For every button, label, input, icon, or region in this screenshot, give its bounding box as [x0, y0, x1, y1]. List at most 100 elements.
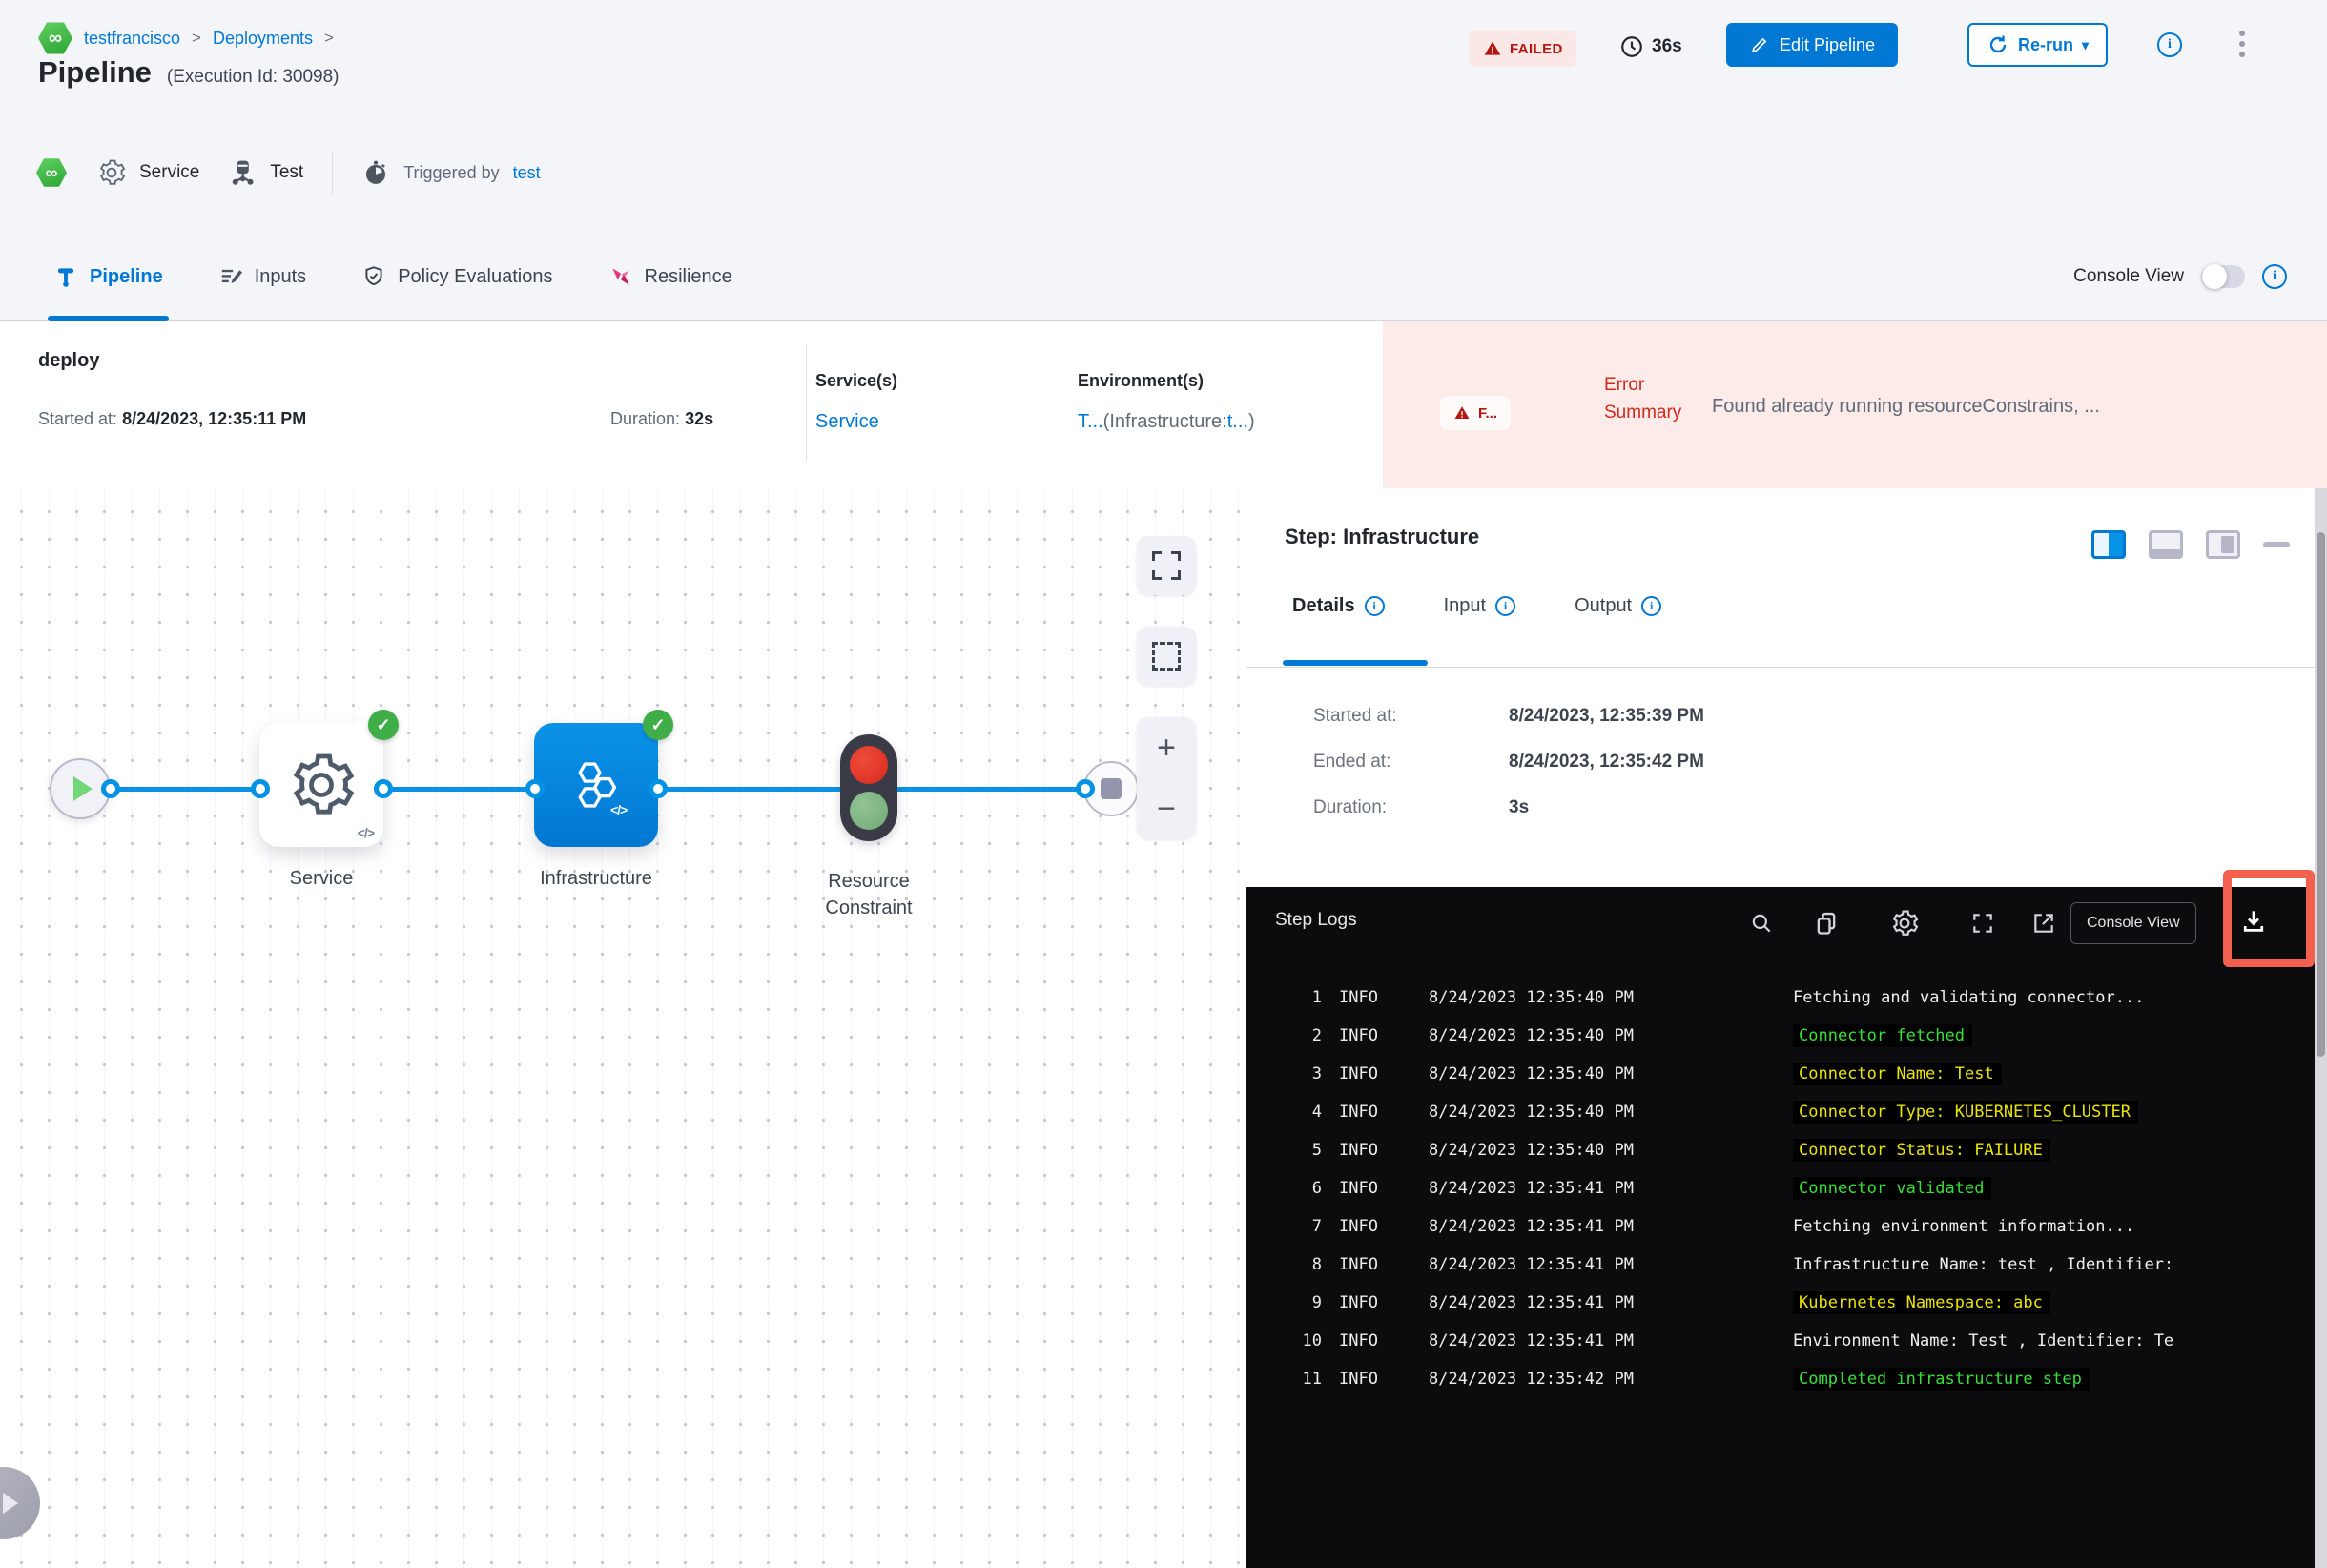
error-summary-message[interactable]: Found already running resourceConstrains… [1712, 396, 2100, 417]
log-level: INFO [1339, 1370, 1378, 1389]
canvas-zoom-panel: + − [1137, 717, 1196, 839]
tab-details[interactable]: Details i [1292, 595, 1385, 617]
breadcrumb-deployments-link[interactable]: Deployments [212, 28, 314, 48]
stage-summary-bar: deploy Started at: 8/24/2023, 12:35:11 P… [0, 321, 2327, 488]
log-level: INFO [1339, 1103, 1378, 1122]
console-view-toggle[interactable] [2201, 264, 2245, 289]
log-message: Kubernetes Namespace: abc [1793, 1291, 2050, 1314]
field-ended-at: Ended at: 8/24/2023, 12:35:42 PM [1313, 752, 1704, 773]
rerun-info-icon[interactable]: i [2157, 32, 2182, 57]
marquee-select-icon [1152, 642, 1181, 671]
error-status-chip: F... [1440, 396, 1512, 430]
log-download-button[interactable] [2238, 906, 2269, 937]
environment-name-label[interactable]: Test [270, 162, 304, 182]
field-label: Duration: [1313, 797, 1388, 817]
log-timestamp: 8/24/2023 12:35:42 PM [1429, 1370, 1634, 1389]
warning-icon [1454, 406, 1470, 419]
stopwatch-icon [361, 158, 390, 187]
log-timestamp: 8/24/2023 12:35:41 PM [1429, 1293, 1634, 1312]
details-info-icon[interactable]: i [1364, 596, 1385, 616]
env-infra-name[interactable]: t... [1226, 411, 1248, 432]
node-service[interactable]: </> [259, 723, 383, 847]
panel-layout-controls [2091, 530, 2290, 559]
log-line-number: 3 [1311, 1064, 1322, 1083]
check-icon: ✓ [376, 714, 391, 734]
log-level: INFO [1339, 1179, 1378, 1198]
infinity-icon: ∞ [45, 162, 58, 182]
env-name[interactable]: T... [1078, 411, 1103, 432]
output-info-icon[interactable]: i [1641, 596, 1662, 616]
canvas-fullscreen-button[interactable] [1137, 536, 1196, 595]
node-infrastructure[interactable]: </> [534, 723, 658, 847]
environment-icon [228, 158, 257, 187]
step-logs-header: Step Logs Console View [1246, 887, 2327, 959]
log-message: Completed infrastructure step [1793, 1368, 2090, 1391]
canvas-edge-handle[interactable] [0, 1467, 40, 1539]
node-resource-constraint[interactable] [840, 734, 897, 841]
tab-inputs[interactable]: Inputs [218, 234, 306, 320]
rerun-button[interactable]: Re-run ▾ [1967, 23, 2109, 67]
tab-policy-evaluations[interactable]: Policy Evaluations [361, 234, 553, 320]
layout-bottom-view-button[interactable] [2149, 530, 2183, 559]
log-line-number: 5 [1311, 1141, 1322, 1160]
stage-duration: Duration: 32s [610, 409, 713, 429]
stage-name[interactable]: deploy [38, 350, 100, 371]
environments-value-link[interactable]: T...(Infrastructure:t...) [1078, 411, 1255, 433]
tab-resilience[interactable]: Resilience [608, 234, 732, 320]
port-dot [251, 779, 270, 798]
pipeline-canvas[interactable]: </> ✓ </> ✓ Service Infrastructure Resou… [0, 488, 1246, 1568]
port-dot [101, 779, 120, 798]
log-copy-button[interactable] [1811, 908, 1842, 939]
tab-pipeline[interactable]: Pipeline [48, 234, 169, 321]
log-message: Environment Name: Test , Identifier: Te [1793, 1331, 2174, 1351]
log-settings-button[interactable] [1889, 908, 1920, 939]
field-value: 3s [1509, 797, 1530, 817]
log-line-number: 4 [1311, 1103, 1322, 1122]
environments-heading: Environment(s) [1078, 371, 1205, 390]
tab-output[interactable]: Output i [1575, 595, 1662, 617]
log-message: Fetching and validating connector... [1793, 988, 2145, 1007]
log-timestamp: 8/24/2023 12:35:40 PM [1429, 988, 1634, 1007]
canvas-select-button[interactable] [1137, 627, 1196, 686]
pencil-icon [1752, 37, 1767, 52]
log-line-number: 8 [1311, 1255, 1322, 1274]
log-search-button[interactable] [1746, 908, 1777, 939]
panel-scrollbar[interactable] [2315, 488, 2327, 1568]
log-level: INFO [1339, 988, 1378, 1007]
service-name-label[interactable]: Service [139, 162, 200, 182]
layout-right-view-button[interactable] [2206, 530, 2240, 559]
env-infra-prefix: (Infrastructure: [1102, 411, 1227, 432]
log-message: Connector validated [1793, 1177, 1992, 1200]
input-info-icon[interactable]: i [1495, 596, 1516, 616]
minimize-panel-button[interactable] [2263, 542, 2290, 547]
log-open-external-button[interactable] [2028, 908, 2059, 939]
zoom-out-button[interactable]: − [1157, 790, 1176, 827]
console-view-info-icon[interactable]: i [2262, 264, 2287, 289]
zoom-in-button[interactable]: + [1157, 729, 1176, 766]
services-heading: Service(s) [815, 371, 898, 390]
breadcrumb-project-link[interactable]: testfrancisco [84, 28, 181, 48]
gear-icon [1892, 910, 1919, 936]
tab-label: Output [1575, 595, 1633, 616]
layout-split-view-button[interactable] [2091, 530, 2126, 559]
more-options-button[interactable] [2239, 31, 2245, 57]
log-line-number: 2 [1311, 1026, 1322, 1045]
fullscreen-icon [1152, 551, 1181, 580]
error-summary-zone: F... Error Summary Found already running… [1383, 321, 2327, 488]
triggered-by-user-link[interactable]: test [512, 162, 541, 182]
log-fullscreen-button[interactable] [1967, 908, 1998, 939]
status-badge: FAILED [1470, 31, 1576, 67]
edit-pipeline-button[interactable]: Edit Pipeline [1726, 23, 1899, 67]
start-node[interactable] [50, 758, 111, 819]
summary-divider [806, 345, 807, 460]
infrastructure-hexagons-icon [578, 762, 617, 808]
tabs-divider [1246, 667, 2315, 668]
scrollbar-thumb[interactable] [2317, 532, 2325, 1057]
tab-input[interactable]: Input i [1444, 595, 1516, 617]
services-value-link[interactable]: Service [815, 411, 879, 432]
log-console-view-button[interactable]: Console View [2070, 902, 2196, 944]
log-message: Infrastructure Name: test , Identifier: [1793, 1255, 2174, 1274]
